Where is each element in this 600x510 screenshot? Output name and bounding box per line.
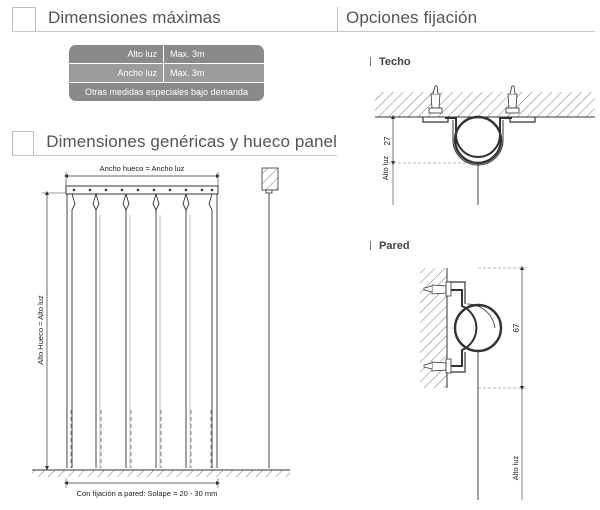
section-header-dimensiones-maximas: Dimensiones máximas bbox=[12, 4, 337, 32]
side-profile bbox=[261, 167, 279, 468]
section-title: Dimensiones genéricas y hueco panel bbox=[46, 131, 337, 151]
floor bbox=[32, 469, 290, 477]
techo-label: Techo bbox=[370, 56, 411, 68]
strip-dashes bbox=[70, 410, 212, 468]
techo-title: Techo bbox=[379, 56, 411, 68]
top-dimension: Ancho hueco = Ancho luz bbox=[63, 164, 221, 186]
side-dimension: Alto Hueco = Alto luz bbox=[36, 190, 66, 471]
section-header-dimensiones-genericas: Dimensiones genéricas y hueco panel bbox=[12, 128, 337, 156]
header-decor-box bbox=[12, 131, 35, 155]
row-label: Alto luz bbox=[69, 45, 164, 63]
section-header-opciones-fijacion: Opciones fijación bbox=[337, 4, 595, 32]
top-dimension-label: Ancho hueco = Ancho luz bbox=[100, 164, 185, 173]
techo-dimension: 27 bbox=[383, 136, 392, 145]
pared-detail: 67 Alto luz bbox=[420, 265, 528, 500]
techo-side-label: Alto luz bbox=[381, 155, 390, 180]
pared-dimension: 67 bbox=[512, 323, 521, 332]
table-row: Ancho luz Max. 3m bbox=[69, 64, 264, 82]
section-title: Dimensiones máximas bbox=[48, 7, 221, 27]
pvc-strips bbox=[66, 193, 218, 468]
top-rail bbox=[65, 185, 219, 195]
header-decor-box bbox=[12, 7, 36, 31]
table-note: Otras medidas especiales bajo demanda bbox=[69, 83, 264, 101]
row-value: Max. 3m bbox=[170, 68, 205, 78]
section-title: Opciones fijación bbox=[346, 7, 478, 27]
techo-detail: 27 Alto luz bbox=[375, 85, 595, 205]
side-dimension-label: Alto Hueco = Alto luz bbox=[36, 295, 45, 365]
max-dimensions-table: Alto luz Max. 3m Ancho luz Max. 3m Otras… bbox=[69, 45, 264, 101]
header-separator bbox=[337, 7, 338, 31]
row-label: Ancho luz bbox=[69, 64, 164, 82]
table-row: Alto luz Max. 3m bbox=[69, 45, 264, 63]
label-bar bbox=[370, 57, 371, 66]
bottom-note: Con fijación a pared: Solape = 20 - 30 m… bbox=[77, 489, 218, 498]
strip-overlaps bbox=[99, 215, 191, 468]
row-value: Max. 3m bbox=[170, 49, 205, 59]
pared-side-label: Alto luz bbox=[511, 455, 520, 480]
pared-title: Pared bbox=[379, 240, 410, 252]
label-bar bbox=[370, 241, 371, 250]
pared-label: Pared bbox=[370, 240, 410, 252]
rail-bolts bbox=[72, 188, 214, 192]
bottom-dimension: Con fijación a pared: Solape = 20 - 30 m… bbox=[63, 478, 221, 498]
